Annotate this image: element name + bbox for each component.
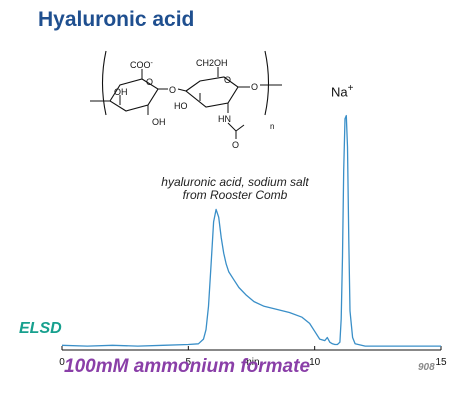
label-n-subscript: n: [270, 122, 274, 131]
x-tick-label-15: 15: [435, 357, 447, 368]
label-oh-1: OH: [114, 87, 128, 97]
label-oh-2: OH: [152, 117, 166, 127]
label-coo: COO: [130, 60, 151, 70]
annotation-line-1: hyaluronic acid, sodium salt: [161, 175, 309, 189]
label-o-end: O: [251, 82, 258, 92]
x-tick-label-10: 10: [309, 357, 321, 368]
x-tick-label-5: 5: [186, 357, 192, 368]
x-axis-label: min: [243, 357, 259, 368]
figure-code: 908: [418, 362, 435, 373]
page-title: Hyaluronic acid: [38, 8, 195, 31]
peak-label-ion-charge: +: [347, 83, 354, 94]
mobile-phase-label: 100mM ammonium formate: [64, 356, 311, 377]
left-bracket: [101, 50, 107, 116]
label-o-ring-1: O: [146, 77, 153, 87]
peak-label-ion: Na: [331, 84, 348, 100]
label-coo-charge: -: [151, 60, 154, 67]
peak-label-na: Na+: [331, 83, 353, 99]
label-o-link: O: [169, 85, 176, 95]
label-ch2oh: CH2OH: [196, 58, 228, 68]
label-o-ring-2: O: [224, 75, 231, 85]
label-o-carbonyl: O: [232, 140, 239, 150]
svg-text:COO-: COO-: [130, 60, 154, 70]
label-hn: HN: [218, 114, 231, 124]
x-tick-label-0: 0: [59, 357, 65, 368]
peak-annotation: hyaluronic acid, sodium salt from Rooste…: [120, 176, 350, 202]
detector-label: ELSD: [19, 320, 62, 337]
right-bracket: [264, 50, 270, 116]
annotation-line-2: from Rooster Comb: [182, 188, 288, 202]
label-ho: HO: [174, 101, 188, 111]
hyaluronic-acid-structure-diagram: COO- O OH OH O CH2OH O HO HN O O n: [90, 50, 282, 150]
chromatogram-trace: [61, 114, 441, 347]
